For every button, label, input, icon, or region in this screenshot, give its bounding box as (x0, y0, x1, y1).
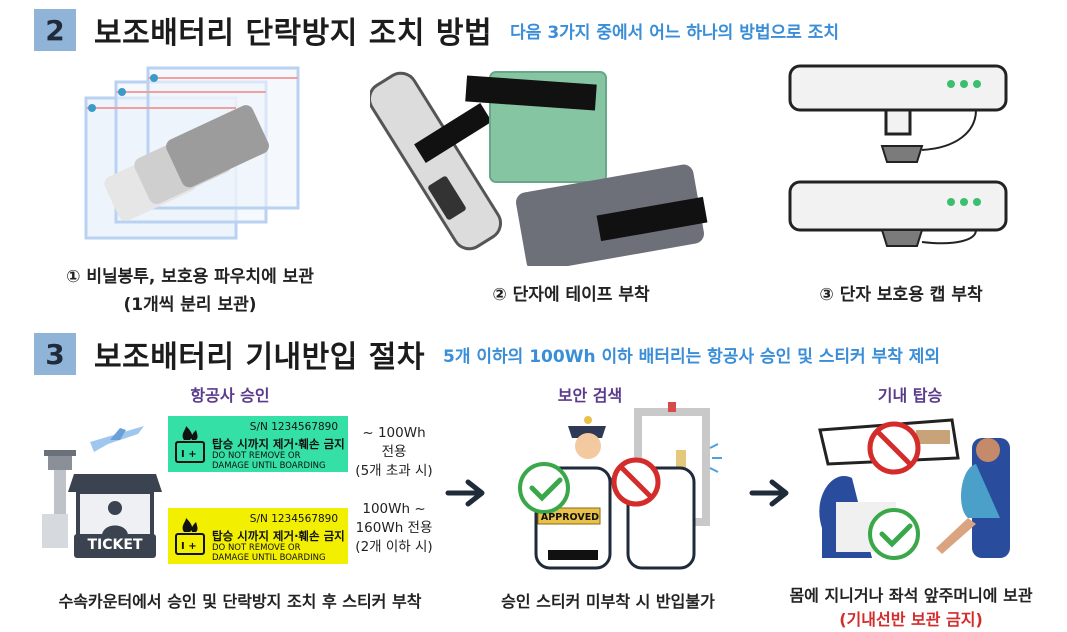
sticker-yellow: I + S/N 1234567890 탑승 시까지 제거·훼손 금지 DO NO… (168, 508, 348, 564)
stage-security-check: 보안 검색 (557, 386, 623, 405)
pouch-illustration (84, 66, 300, 240)
device-upper (788, 64, 1008, 163)
stage-airline-approval: 항공사 승인 (190, 386, 270, 405)
stage-boarding: 기내 탑승 (877, 386, 943, 405)
prohibited-icon (867, 421, 921, 475)
sticker-yellow-en: DO NOT REMOVE OR DAMAGE UNTIL BOARDING (212, 543, 326, 563)
ticket (74, 534, 156, 558)
arrow-right-icon (749, 479, 789, 507)
ticket-label: TICKET (87, 537, 143, 553)
section3-number: 3 (34, 333, 76, 375)
passenger (936, 438, 1000, 554)
ticket-counter-illustration (42, 426, 162, 558)
arrow-right-icon (445, 479, 485, 507)
approved-label: APPROVED (540, 512, 600, 523)
battery-fire-icon: I + (175, 518, 205, 555)
tape-illustration (370, 71, 708, 266)
method1-caption-sub: (1개씩 분리 보관) (123, 295, 257, 315)
control-tower (44, 450, 76, 520)
sticker-yellow-kr: 탑승 시까지 제거·훼손 금지 (212, 529, 345, 543)
caption-boarding: 몸에 지니거나 좌석 앞주머니에 보관 (789, 586, 1033, 605)
section2-title: 보조배터리 단락방지 조치 방법 (94, 16, 493, 51)
section3-header: 3 보조배터리 기내반입 절차 5개 이하의 100Wh 이하 배터리는 항공사… (34, 332, 940, 376)
section2-number: 2 (34, 9, 76, 51)
green-battery (465, 71, 607, 183)
battery-fire-icon: I + (175, 426, 205, 463)
boarding-illustration (818, 418, 1010, 560)
wh-range-green: ~ 100Wh 전용 (5개 초과 시) (355, 425, 433, 479)
section3-title: 보조배터리 기내반입 절차 (94, 340, 425, 375)
sticker-green-sn: S/N 1234567890 (249, 421, 338, 433)
cap-illustration (788, 64, 1008, 247)
counter-booth (68, 474, 162, 540)
airplane-icon (90, 426, 144, 452)
security-check-illustration (518, 402, 722, 570)
sticker-yellow-sn: S/N 1234567890 (249, 513, 338, 525)
svg-text:I +: I + (181, 541, 197, 552)
device-lower (788, 180, 1008, 247)
slim-battery (370, 71, 502, 251)
method1-caption: ① 비닐봉투, 보호용 파우치에 보관 (66, 267, 314, 287)
gray-battery (516, 164, 708, 266)
check-icon (518, 462, 570, 514)
caption-security: 승인 스티커 미부착 시 반입불가 (501, 592, 715, 611)
battery-pack-3 (166, 105, 269, 188)
sticker-green-kr: 탑승 시까지 제거·훼손 금지 (212, 437, 345, 451)
caption-approval: 수속카운터에서 승인 및 단락방지 조치 후 스티커 부착 (58, 592, 422, 611)
sticker-green-en: DO NOT REMOVE OR DAMAGE UNTIL BOARDING (212, 451, 326, 471)
caption-boarding-note: (기내선반 보관 금지) (839, 610, 983, 629)
prohibited-icon (611, 457, 661, 507)
section2-subtitle: 다음 3가지 중에서 어느 하나의 방법으로 조치 (510, 22, 839, 43)
sticker-green: I + S/N 1234567890 탑승 시까지 제거·훼손 금지 DO NO… (168, 416, 348, 472)
check-icon (868, 508, 920, 560)
svg-text:I +: I + (181, 449, 197, 460)
method3-caption: ③ 단자 보호용 캡 부착 (819, 285, 983, 305)
section3-subtitle: 5개 이하의 100Wh 이하 배터리는 항공사 승인 및 스티커 부착 제외 (443, 346, 941, 367)
section2-header: 2 보조배터리 단락방지 조치 방법 다음 3가지 중에서 어느 하나의 방법으… (34, 8, 839, 52)
wh-range-yellow: 100Wh ~ 160Wh 전용 (2개 이하 시) (355, 501, 433, 555)
method2-caption: ② 단자에 테이프 부착 (492, 285, 650, 305)
